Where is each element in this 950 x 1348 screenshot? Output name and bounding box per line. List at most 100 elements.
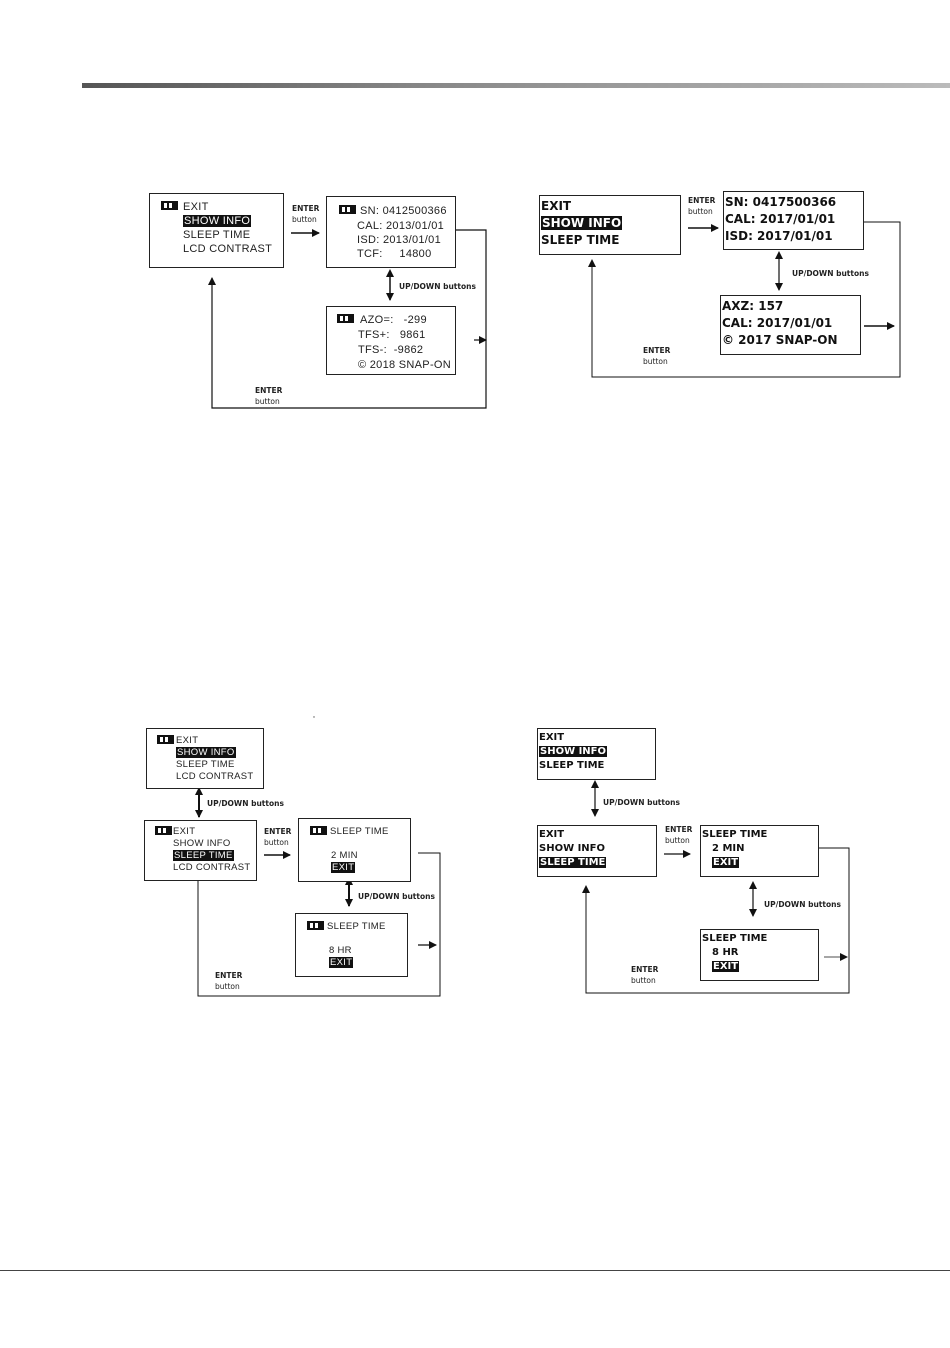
azo-value: AZO=: -299 bbox=[360, 314, 427, 326]
button-text: button bbox=[688, 207, 713, 216]
isd-date: ISD: 2017/01/01 bbox=[725, 229, 833, 243]
menu-item-lcd-contrast: LCD CONTRAST bbox=[176, 771, 254, 782]
d1-main-menu-screen: EXIT SHOW INFO SLEEP TIME LCD CONTRAST bbox=[149, 193, 284, 268]
tfs-minus-value: TFS-: -9862 bbox=[358, 344, 424, 356]
d1-enter-label: ENTER button bbox=[292, 203, 319, 225]
d4-enter-label-bottom: ENTER button bbox=[631, 964, 658, 986]
sleep-time-title: SLEEP TIME bbox=[327, 921, 386, 932]
d4-updown-label-2: UP/DOWN buttons bbox=[764, 899, 841, 910]
d1-updown-label: UP/DOWN buttons bbox=[399, 281, 476, 292]
d4-sleep-screen-1: SLEEP TIME 2 MIN EXIT bbox=[700, 825, 819, 877]
d3-updown-label-2: UP/DOWN buttons bbox=[358, 891, 435, 902]
d1-info-screen-2: AZO=: -299 TFS+: 9861 TFS-: -9862 © 2018… bbox=[326, 306, 456, 375]
button-text: button bbox=[292, 215, 317, 224]
cal-date: CAL: 2017/01/01 bbox=[725, 212, 836, 226]
updown-text: UP/DOWN buttons bbox=[764, 900, 841, 909]
menu-item-exit: EXIT bbox=[183, 201, 209, 213]
sleep-value: 8 HR bbox=[712, 947, 739, 958]
d2-info-screen-2: AXZ: 157 CAL: 2017/01/01 © 2017 SNAP-ON bbox=[720, 295, 861, 355]
d4-menu-screen-2: EXIT SHOW INFO SLEEP TIME bbox=[537, 825, 657, 877]
tcf-value: TCF: 14800 bbox=[357, 248, 432, 260]
updown-text: UP/DOWN buttons bbox=[603, 798, 680, 807]
menu-item-lcd-contrast: LCD CONTRAST bbox=[183, 243, 273, 255]
menu-item-sleep-time: SLEEP TIME bbox=[541, 233, 620, 247]
axz-value: AXZ: 157 bbox=[722, 299, 784, 313]
updown-text: UP/DOWN buttons bbox=[207, 799, 284, 808]
exit-option-selected: EXIT bbox=[712, 961, 740, 972]
sleep-time-title: SLEEP TIME bbox=[702, 829, 768, 840]
cal-date: CAL: 2017/01/01 bbox=[722, 316, 833, 330]
updown-text: UP/DOWN buttons bbox=[358, 892, 435, 901]
isd-date: ISD: 2013/01/01 bbox=[357, 234, 442, 246]
d4-enter-label: ENTER button bbox=[665, 824, 692, 846]
button-text: button bbox=[215, 982, 240, 991]
enter-text: ENTER bbox=[631, 965, 659, 974]
d1-info-screen-1: SN: 0412500366 CAL: 2013/01/01 ISD: 2013… bbox=[326, 196, 456, 268]
sleep-time-title: SLEEP TIME bbox=[330, 826, 389, 837]
enter-text: ENTER bbox=[264, 827, 292, 836]
serial-number: SN: 0417500366 bbox=[725, 195, 837, 209]
menu-item-show-info-selected: SHOW INFO bbox=[541, 216, 623, 230]
d3-enter-label: ENTER button bbox=[264, 826, 291, 848]
tfs-plus-value: TFS+: 9861 bbox=[358, 329, 426, 341]
menu-item-exit: EXIT bbox=[539, 732, 565, 743]
exit-option-selected: EXIT bbox=[331, 862, 356, 873]
d3-sleep-screen-2: SLEEP TIME 8 HR EXIT bbox=[295, 913, 408, 977]
sleep-time-title: SLEEP TIME bbox=[702, 933, 768, 944]
battery-icon bbox=[339, 205, 356, 214]
header-rule bbox=[82, 83, 950, 88]
battery-icon bbox=[157, 735, 174, 744]
copyright: © 2017 SNAP-ON bbox=[722, 333, 838, 347]
menu-item-sleep-time-selected: SLEEP TIME bbox=[173, 850, 234, 861]
menu-item-exit: EXIT bbox=[176, 735, 199, 746]
exit-option-selected: EXIT bbox=[329, 957, 354, 968]
d4-updown-label-1: UP/DOWN buttons bbox=[603, 797, 680, 808]
menu-item-lcd-contrast: LCD CONTRAST bbox=[173, 862, 251, 873]
enter-text: ENTER bbox=[255, 386, 283, 395]
enter-text: ENTER bbox=[643, 346, 671, 355]
d3-updown-label-1: UP/DOWN buttons bbox=[207, 798, 284, 809]
d3-menu-screen-1: EXIT SHOW INFO SLEEP TIME LCD CONTRAST bbox=[146, 728, 264, 789]
menu-item-exit: EXIT bbox=[541, 199, 572, 213]
updown-text: UP/DOWN buttons bbox=[792, 269, 869, 278]
menu-item-show-info-selected: SHOW INFO bbox=[183, 215, 252, 227]
menu-item-sleep-time-selected: SLEEP TIME bbox=[539, 857, 607, 868]
sleep-value: 8 HR bbox=[329, 945, 352, 956]
enter-text: ENTER bbox=[688, 196, 716, 205]
button-text: button bbox=[631, 976, 656, 985]
enter-text: ENTER bbox=[292, 204, 320, 213]
serial-number: SN: 0412500366 bbox=[360, 205, 447, 217]
battery-icon bbox=[307, 921, 324, 930]
d3-menu-screen-2: EXIT SHOW INFO SLEEP TIME LCD CONTRAST bbox=[144, 820, 257, 881]
menu-item-show-info: SHOW INFO bbox=[539, 843, 606, 854]
battery-icon bbox=[155, 826, 172, 835]
menu-item-exit: EXIT bbox=[173, 826, 196, 837]
d4-sleep-screen-2: SLEEP TIME 8 HR EXIT bbox=[700, 929, 819, 981]
d2-enter-label: ENTER button bbox=[688, 195, 715, 217]
d2-enter-label-bottom: ENTER button bbox=[643, 345, 670, 367]
menu-item-sleep-time: SLEEP TIME bbox=[539, 760, 605, 771]
d2-info-screen-1: SN: 0417500366 CAL: 2017/01/01 ISD: 2017… bbox=[723, 191, 864, 250]
button-text: button bbox=[665, 836, 690, 845]
exit-option-selected: EXIT bbox=[712, 857, 740, 868]
enter-text: ENTER bbox=[215, 971, 243, 980]
battery-icon bbox=[161, 201, 178, 210]
menu-item-sleep-time: SLEEP TIME bbox=[176, 759, 235, 770]
sleep-value: 2 MIN bbox=[331, 850, 358, 861]
battery-icon bbox=[310, 826, 327, 835]
menu-item-sleep-time: SLEEP TIME bbox=[183, 229, 251, 241]
d2-main-menu-screen: EXIT SHOW INFO SLEEP TIME bbox=[539, 195, 681, 255]
d4-menu-screen-1: EXIT SHOW INFO SLEEP TIME bbox=[537, 728, 656, 780]
button-text: button bbox=[643, 357, 668, 366]
cal-date: CAL: 2013/01/01 bbox=[357, 220, 445, 232]
battery-icon bbox=[337, 314, 354, 323]
sleep-value: 2 MIN bbox=[712, 843, 745, 854]
copyright: © 2018 SNAP-ON bbox=[358, 359, 452, 371]
footer-rule bbox=[0, 1270, 950, 1271]
d3-sleep-screen-1: SLEEP TIME 2 MIN EXIT bbox=[298, 818, 411, 882]
menu-item-show-info-selected: SHOW INFO bbox=[176, 747, 236, 758]
menu-item-show-info: SHOW INFO bbox=[173, 838, 231, 849]
updown-text: UP/DOWN buttons bbox=[399, 282, 476, 291]
enter-text: ENTER bbox=[665, 825, 693, 834]
d3-enter-label-bottom: ENTER button bbox=[215, 970, 242, 992]
